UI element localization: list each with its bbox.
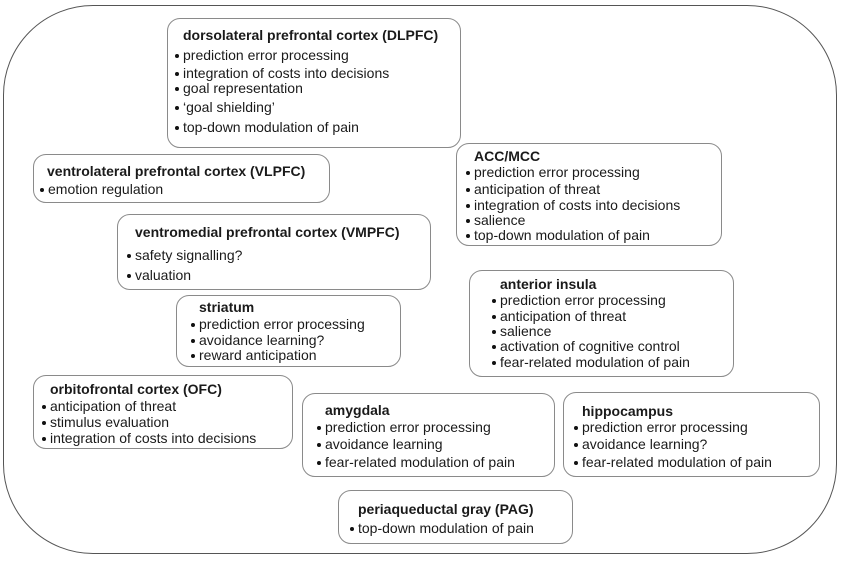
region-ofc: orbitofrontal cortex (OFC) anticipation … (33, 375, 293, 449)
function-item: avoidance learning? (573, 436, 708, 452)
function-item: reward anticipation (191, 347, 317, 363)
function-item: emotion regulation (39, 181, 164, 197)
function-item: activation of cognitive control (492, 338, 680, 354)
function-item: anticipation of threat (41, 398, 177, 414)
function-item: anticipation of threat (465, 181, 601, 197)
function-item: top-down modulation of pain (350, 520, 534, 536)
region-title: ventrolateral prefrontal cortex (VLPFC) (47, 163, 306, 179)
function-item: valuation (126, 267, 192, 283)
function-item: stimulus evaluation (41, 414, 170, 430)
region-title: ACC/MCC (474, 148, 541, 164)
region-title: ventromedial prefrontal cortex (VMPFC) (135, 224, 400, 240)
function-item: integration of costs into decisions (465, 197, 681, 213)
function-item: prediction error processing (191, 316, 365, 332)
region-pag: periaqueductal gray (PAG) top-down modul… (338, 490, 573, 544)
region-title: striatum (199, 299, 255, 315)
function-item: fear-related modulation of pain (574, 454, 772, 470)
region-title: orbitofrontal cortex (OFC) (50, 381, 222, 397)
region-title: anterior insula (500, 276, 597, 292)
function-item: salience (465, 212, 526, 228)
function-item: fear-related modulation of pain (317, 454, 515, 470)
region-vmpfc: ventromedial prefrontal cortex (VMPFC) s… (117, 214, 431, 290)
function-item: integration of costs into decisions (174, 65, 390, 81)
region-vlpfc: ventrolateral prefrontal cortex (VLPFC) … (33, 154, 330, 203)
function-item: fear-related modulation of pain (492, 354, 690, 370)
function-item: goal representation (175, 80, 303, 96)
function-item: prediction error processing (317, 419, 491, 435)
region-striatum: striatum prediction error processing avo… (176, 295, 401, 367)
region-acc-mcc: ACC/MCC prediction error processing anti… (456, 143, 722, 246)
region-title: periaqueductal gray (PAG) (358, 501, 534, 517)
function-item: safety signalling? (126, 247, 243, 263)
region-amygdala: amygdala prediction error processing avo… (302, 393, 555, 477)
function-item: anticipation of threat (491, 308, 627, 324)
function-item: ‘goal shielding’ (175, 99, 275, 115)
function-item: avoidance learning? (190, 332, 325, 348)
function-item: integration of costs into decisions (41, 430, 257, 446)
region-title: dorsolateral prefrontal cortex (DLPFC) (183, 27, 439, 43)
region-dlpfc: dorsolateral prefrontal cortex (DLPFC) p… (167, 18, 461, 148)
function-item: prediction error processing (492, 292, 666, 308)
function-item: top-down modulation of pain (466, 227, 650, 243)
region-title: hippocampus (582, 403, 674, 419)
region-hippocampus: hippocampus prediction error processing … (563, 392, 820, 477)
function-item: prediction error processing (466, 164, 640, 180)
region-title: amygdala (325, 402, 390, 418)
region-anterior-insula: anterior insula prediction error process… (469, 270, 734, 377)
function-item: prediction error processing (175, 47, 349, 63)
function-item: salience (491, 323, 552, 339)
brain-network-frame (3, 5, 837, 554)
function-item: top-down modulation of pain (175, 119, 359, 135)
function-item: prediction error processing (574, 419, 748, 435)
function-item: avoidance learning (317, 436, 443, 452)
